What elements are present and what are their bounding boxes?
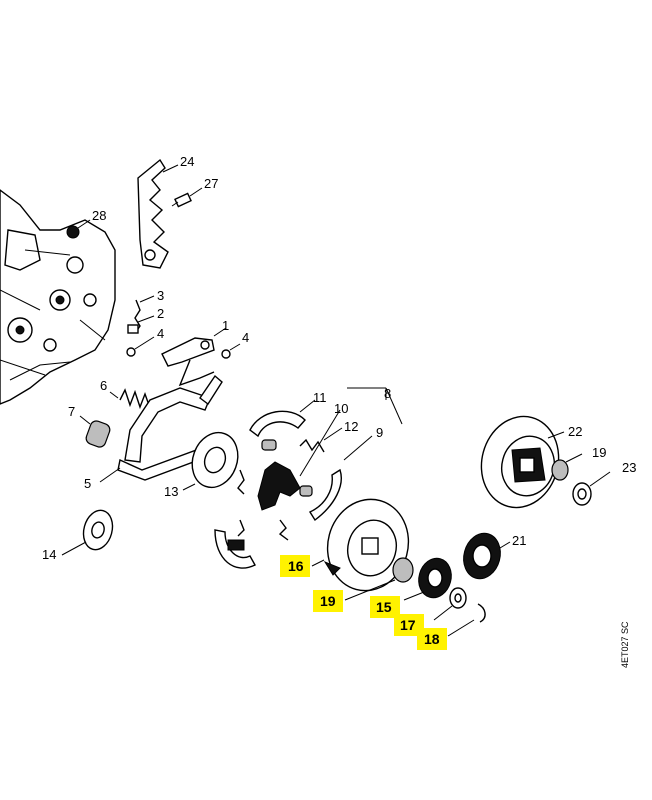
callout-5: 5: [84, 476, 91, 491]
callout-3: 3: [157, 288, 164, 303]
spring-part-6: [109, 388, 151, 410]
highlight-16-box: [280, 555, 310, 577]
washer-part-17: [433, 587, 467, 621]
callout-14: 14: [42, 547, 56, 562]
clutch-drum-part-16: [311, 498, 410, 592]
callout-22: 22: [568, 424, 582, 439]
highlight-17-box: [394, 614, 424, 636]
sleeve-part-7: [79, 415, 111, 448]
engine-housing: [0, 189, 116, 405]
highlight-18-box: [417, 628, 447, 650]
small-parts-3-2-4: [126, 295, 155, 357]
callout-4b: 4: [242, 330, 249, 345]
callout-9: 9: [376, 425, 383, 440]
clutch-drum-part-22: [480, 415, 565, 509]
nut-part-28: [66, 219, 91, 239]
figure-code: 4ET027 SC: [620, 621, 630, 668]
e-clip-part-18: [447, 603, 486, 637]
callout-4a: 4: [157, 326, 164, 341]
highlight-19: 19: [320, 593, 336, 609]
highlight-15: 15: [376, 599, 392, 615]
small-springs: [237, 469, 289, 541]
highlight-18: 18: [424, 631, 440, 647]
group-bracket-8: [347, 387, 403, 425]
sprocket-part-15: [403, 557, 452, 601]
callout-28: 28: [92, 208, 106, 223]
callout-7: 7: [68, 404, 75, 419]
clutch-carrier-part-10: [257, 409, 341, 511]
washer-part-23: [572, 471, 611, 506]
needle-cage-part-19-right: [551, 453, 583, 481]
callout-8: 8: [384, 386, 391, 401]
brake-lever-part-1: [161, 327, 227, 387]
callout-2: 2: [157, 306, 164, 321]
highlight-16: 16: [288, 558, 304, 574]
clutch-shoe-lower: [214, 529, 256, 569]
highlight-15-box: [370, 596, 400, 618]
callout-10: 10: [334, 401, 348, 416]
callout-labels: 24 27 28 3 2 4 1 4 6 7 5 11 10 8 12 9 13…: [42, 154, 636, 562]
callout-21: 21: [512, 533, 526, 548]
callout-6: 6: [100, 378, 107, 393]
callout-13: 13: [164, 484, 178, 499]
washer-part-14: [61, 509, 114, 556]
callout-19-right: 19: [592, 445, 606, 460]
callout-23: 23: [622, 460, 636, 475]
callout-11: 11: [313, 390, 327, 405]
spike-bar-part: [137, 158, 179, 269]
clutch-shoe-part-11: [249, 399, 316, 451]
callout-12: 12: [344, 419, 358, 434]
clutch-spring-part-12: [299, 427, 343, 453]
highlight-19-box: [313, 590, 343, 612]
callout-24: 24: [180, 154, 194, 169]
callout-27: 27: [204, 176, 218, 191]
needle-cage-part-19: [344, 557, 414, 601]
highlight-17: 17: [400, 617, 416, 633]
screw-part-27: [171, 187, 203, 208]
callout-1: 1: [222, 318, 229, 333]
highlighted-callouts: 16 19 15 17 18: [280, 555, 447, 650]
clutch-shoe-part-9: [299, 435, 373, 522]
pin-part-4b: [221, 343, 241, 359]
rim-sprocket-part-21: [463, 532, 511, 580]
washer-part-13: [182, 431, 239, 491]
